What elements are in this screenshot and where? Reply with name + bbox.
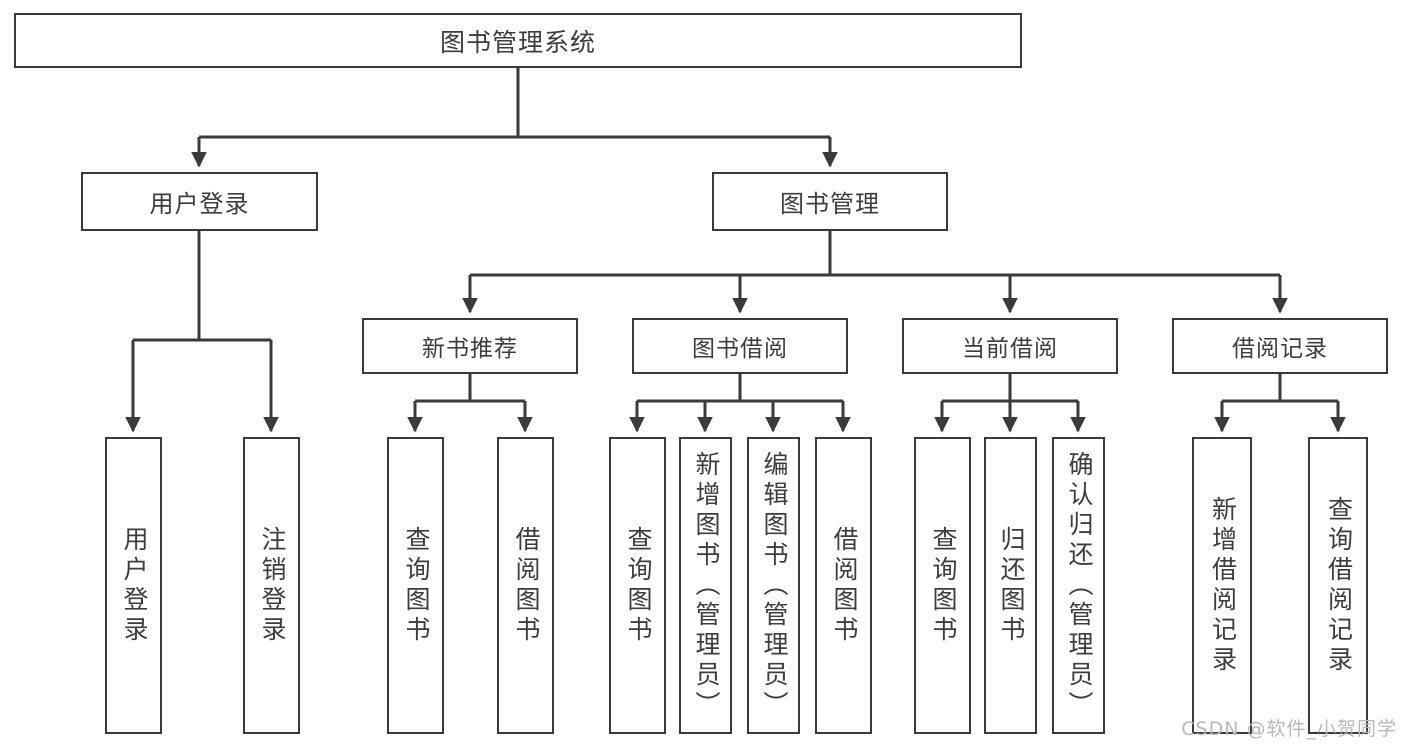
leaf-book-borrow-add[interactable]: 新增图书（管理员） xyxy=(679,437,732,734)
node-label: 图书借阅 xyxy=(692,336,788,362)
node-label: 查询图书 xyxy=(624,525,653,646)
node-label: 借阅图书 xyxy=(512,525,541,646)
node-label: 新书推荐 xyxy=(422,336,518,362)
leaf-book-borrow-borrow[interactable]: 借阅图书 xyxy=(815,437,872,734)
node-label: 查询图书 xyxy=(402,525,431,646)
watermark-text: CSDN @软件_小贺同学 xyxy=(1181,718,1397,740)
node-new-book-recommend[interactable]: 新书推荐 xyxy=(362,318,578,374)
node-label: 用户登录 xyxy=(120,525,149,646)
leaf-book-borrow-edit[interactable]: 编辑图书（管理员） xyxy=(747,437,800,734)
leaf-record-add[interactable]: 新增借阅记录 xyxy=(1192,437,1252,734)
node-label: 借阅图书 xyxy=(830,525,859,646)
node-root-system[interactable]: 图书管理系统 xyxy=(14,13,1022,68)
leaf-user-login-logout[interactable]: 注销登录 xyxy=(243,437,300,734)
node-user-login[interactable]: 用户登录 xyxy=(81,172,318,231)
leaf-new-book-borrow[interactable]: 借阅图书 xyxy=(497,437,554,734)
node-label: 图书管理系统 xyxy=(439,27,596,57)
node-label: 归还图书 xyxy=(997,525,1026,646)
node-label: 查询图书 xyxy=(929,525,958,646)
leaf-user-login-login[interactable]: 用户登录 xyxy=(105,437,162,734)
leaf-current-borrow-confirm-return[interactable]: 确认归还（管理员） xyxy=(1052,437,1105,734)
node-label: 当前借阅 xyxy=(962,336,1058,362)
leaf-book-borrow-query[interactable]: 查询图书 xyxy=(609,437,666,734)
leaf-record-query[interactable]: 查询借阅记录 xyxy=(1308,437,1368,734)
node-label: 编辑图书（管理员） xyxy=(760,450,789,721)
node-label: 用户登录 xyxy=(149,190,250,218)
node-label: 确认归还（管理员） xyxy=(1065,450,1094,721)
node-book-borrow[interactable]: 图书借阅 xyxy=(632,318,848,374)
node-label: 新增借阅记录 xyxy=(1208,495,1238,676)
node-book-management[interactable]: 图书管理 xyxy=(712,172,948,231)
leaf-new-book-query[interactable]: 查询图书 xyxy=(387,437,444,734)
leaf-current-borrow-query[interactable]: 查询图书 xyxy=(914,437,971,734)
node-borrow-record[interactable]: 借阅记录 xyxy=(1172,318,1388,374)
leaf-current-borrow-return[interactable]: 归还图书 xyxy=(984,437,1037,734)
node-label: 新增图书（管理员） xyxy=(692,450,721,721)
node-label: 注销登录 xyxy=(258,525,287,646)
node-current-borrow[interactable]: 当前借阅 xyxy=(902,318,1118,374)
node-label: 查询借阅记录 xyxy=(1324,495,1354,676)
node-label: 图书管理 xyxy=(780,190,880,218)
node-label: 借阅记录 xyxy=(1232,336,1328,362)
